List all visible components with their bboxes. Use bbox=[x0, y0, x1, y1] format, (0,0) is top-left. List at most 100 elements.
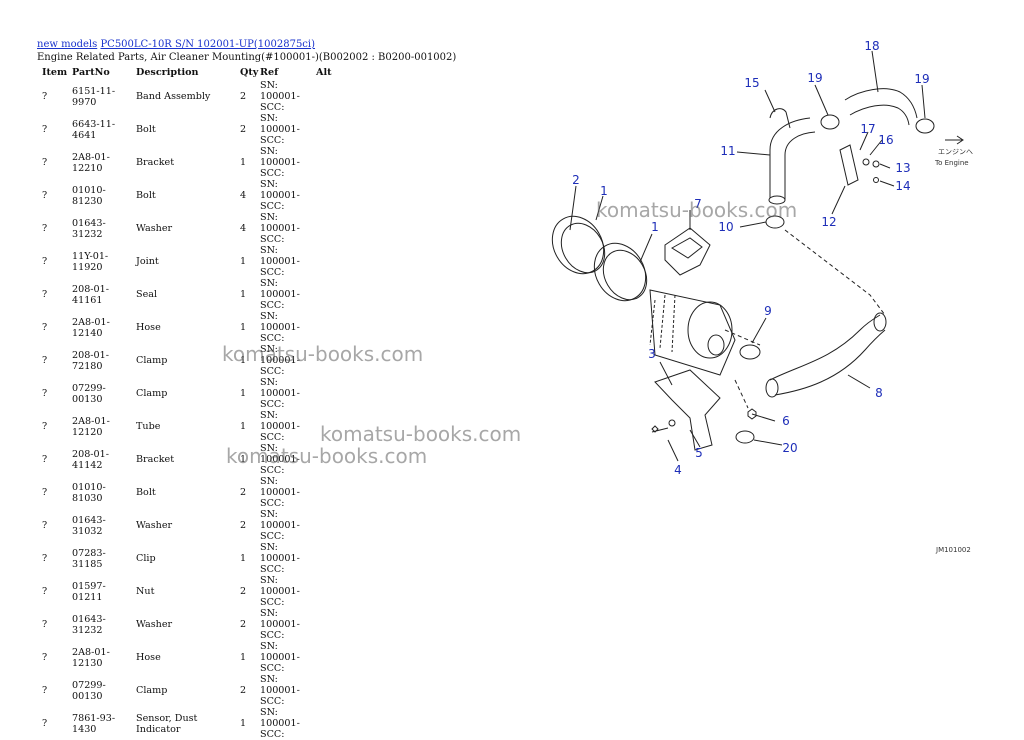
alt-cell bbox=[316, 674, 336, 707]
to-engine-jp-label: エンジンへ bbox=[938, 148, 973, 156]
qty-cell: 1 bbox=[240, 289, 247, 300]
item-cell: ? bbox=[42, 289, 48, 300]
ref-scc: SCC: bbox=[260, 498, 285, 509]
item-cell: ? bbox=[42, 124, 48, 135]
callout-number: 7 bbox=[694, 197, 702, 211]
alt-cell bbox=[316, 608, 336, 641]
qty-cell: 1 bbox=[240, 157, 247, 168]
partno-cell: 2A8-01-12140 bbox=[72, 316, 110, 339]
washer bbox=[668, 419, 676, 427]
description-cell: Clamp bbox=[136, 355, 168, 366]
callout-number: 11 bbox=[720, 144, 735, 158]
qty-cell: 2 bbox=[240, 487, 247, 498]
to-engine-label: To Engine bbox=[934, 159, 969, 167]
item-cell: ? bbox=[42, 487, 48, 498]
ref-scc: SCC: bbox=[260, 564, 285, 575]
partno-cell: 2A8-01-12120 bbox=[72, 415, 110, 438]
ref-sn: SN: 100001- bbox=[260, 608, 300, 630]
callout-number: 3 bbox=[648, 347, 656, 361]
item-cell: ? bbox=[42, 421, 48, 432]
ref-sn: SN: 100001- bbox=[260, 509, 300, 531]
partno-cell: 7861-93-1430 bbox=[72, 712, 116, 735]
qty-cell: 2 bbox=[240, 91, 247, 102]
ref-sn: SN: 100001- bbox=[260, 113, 300, 135]
ref-sn: SN: 100001- bbox=[260, 575, 300, 597]
alt-cell bbox=[316, 542, 336, 575]
callout-number: 9 bbox=[764, 304, 772, 318]
description-cell: Nut bbox=[136, 586, 155, 597]
callout-number: 6 bbox=[782, 414, 790, 428]
nut bbox=[747, 408, 757, 420]
ref-scc: SCC: bbox=[260, 300, 285, 311]
header-ref: Ref bbox=[260, 66, 279, 78]
ref-scc: SCC: bbox=[260, 729, 285, 740]
callout-number: 12 bbox=[821, 215, 836, 229]
header-alt: Alt bbox=[316, 66, 332, 78]
watermark: komatsu-books.com bbox=[222, 342, 424, 366]
tube-11 bbox=[769, 117, 816, 200]
qty-cell: 1 bbox=[240, 553, 247, 564]
qty-cell: 1 bbox=[240, 652, 247, 663]
ref-scc: SCC: bbox=[260, 399, 285, 410]
ref-sn: SN: 100001- bbox=[260, 377, 300, 399]
ref-sn: SN: 100001- bbox=[260, 311, 300, 333]
ref-cell: SN: 100001-SCC: bbox=[260, 344, 316, 377]
ref-cell: SN: 100001-SCC: bbox=[260, 641, 316, 674]
alt-cell bbox=[316, 311, 336, 344]
ref-scc: SCC: bbox=[260, 465, 285, 476]
ref-cell: SN: 100001-SCC: bbox=[260, 311, 316, 344]
ref-sn: SN: 100001- bbox=[260, 707, 300, 729]
description-cell: Band Assembly bbox=[136, 91, 211, 102]
bracket-lower bbox=[654, 369, 721, 451]
callout-number: 18 bbox=[864, 39, 879, 53]
alt-cell bbox=[316, 575, 336, 608]
ref-sn: SN: 100001- bbox=[260, 80, 300, 102]
alt-cell bbox=[316, 80, 336, 113]
description-cell: Washer bbox=[136, 520, 173, 531]
qty-cell: 1 bbox=[240, 355, 247, 366]
clamp-19-right bbox=[915, 118, 935, 134]
ref-cell: SN: 100001-SCC: bbox=[260, 476, 316, 509]
partno-cell: 07299-00130 bbox=[72, 679, 106, 702]
ref-cell: SN: 100001-SCC: bbox=[260, 443, 316, 476]
ref-cell: SN: 100001-SCC: bbox=[260, 146, 316, 179]
alt-cell bbox=[316, 377, 336, 410]
item-cell: ? bbox=[42, 355, 48, 366]
callout-number: 10 bbox=[718, 220, 733, 234]
ref-scc: SCC: bbox=[260, 168, 285, 179]
ref-cell: SN: 100001-SCC: bbox=[260, 80, 316, 113]
breadcrumb-new-models-link[interactable]: new models bbox=[37, 39, 98, 50]
ref-sn: SN: 100001- bbox=[260, 344, 300, 366]
ref-cell: SN: 100001-SCC: bbox=[260, 278, 316, 311]
breadcrumb-model-link[interactable]: PC500LC-10R S/N 102001-UP(1002875ci) bbox=[100, 39, 316, 50]
ref-scc: SCC: bbox=[260, 102, 285, 113]
air-cleaner-body bbox=[649, 289, 736, 376]
qty-cell: 1 bbox=[240, 454, 247, 465]
item-cell: ? bbox=[42, 553, 48, 564]
ref-sn: SN: 100001- bbox=[260, 641, 300, 663]
bolt bbox=[651, 425, 669, 433]
band-assembly-upper bbox=[551, 215, 605, 275]
hose-8 bbox=[769, 314, 886, 396]
alt-cell bbox=[316, 179, 336, 212]
ref-sn: SN: 100001- bbox=[260, 245, 300, 267]
partno-cell: 2A8-01-12210 bbox=[72, 151, 110, 174]
alt-cell bbox=[316, 245, 336, 278]
item-cell: ? bbox=[42, 454, 48, 465]
item-cell: ? bbox=[42, 718, 48, 729]
ref-sn: SN: 100001- bbox=[260, 212, 300, 234]
ref-scc: SCC: bbox=[260, 201, 285, 212]
callout-number: 13 bbox=[895, 161, 910, 175]
parts-table-header: Item PartNo Description Qty Ref Alt bbox=[37, 64, 336, 80]
partno-cell: 208-01-41142 bbox=[72, 448, 110, 471]
header-description: Description bbox=[136, 66, 199, 78]
ref-scc: SCC: bbox=[260, 135, 285, 146]
description-cell: Seal bbox=[136, 289, 158, 300]
